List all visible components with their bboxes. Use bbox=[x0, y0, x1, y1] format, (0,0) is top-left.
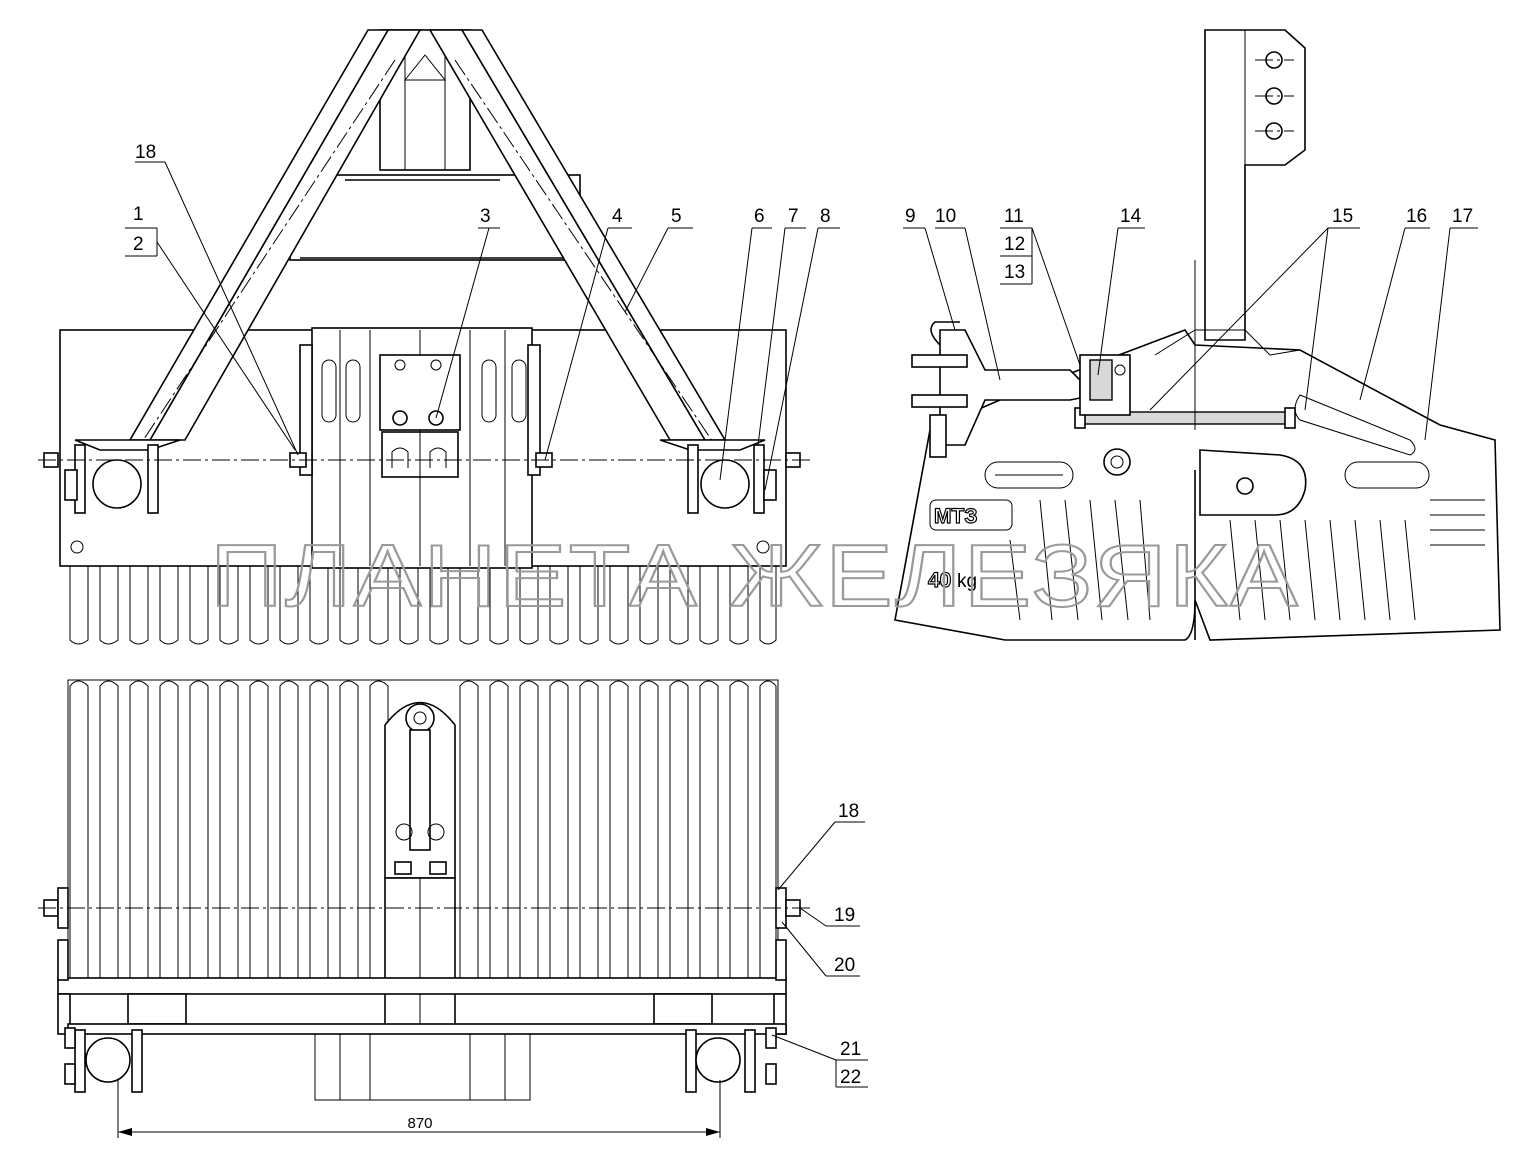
callout-9: 9 bbox=[905, 206, 916, 227]
center-clamp bbox=[384, 701, 456, 1034]
watermark: ПЛАНЕТА ЖЕЛЕЗЯКА bbox=[210, 526, 1300, 625]
callout-10: 10 bbox=[935, 206, 956, 227]
callout-1: 1 bbox=[133, 204, 144, 225]
callout-6: 6 bbox=[754, 206, 765, 227]
callout-16: 16 bbox=[1406, 206, 1427, 227]
callouts: 18 1 2 3 4 5 6 7 8 9 bbox=[125, 142, 1478, 1088]
locking-handle bbox=[911, 321, 1131, 458]
weight-stack-front bbox=[299, 327, 541, 569]
callout-21: 21 bbox=[840, 1039, 861, 1060]
callout-13: 13 bbox=[1004, 262, 1025, 283]
hitch-pin-right bbox=[687, 444, 801, 514]
callout-18-top: 18 bbox=[135, 142, 156, 163]
dimension-label: 870 bbox=[407, 1115, 432, 1132]
callout-12: 12 bbox=[1004, 234, 1025, 255]
svg-text:kg: kg bbox=[957, 571, 977, 592]
callout-2: 2 bbox=[133, 234, 144, 255]
callout-19: 19 bbox=[834, 905, 855, 926]
callout-15: 15 bbox=[1332, 206, 1353, 227]
callout-20: 20 bbox=[834, 955, 855, 976]
callout-5: 5 bbox=[671, 206, 682, 227]
callout-8: 8 bbox=[820, 206, 831, 227]
hitch-pin-left bbox=[43, 444, 159, 514]
callout-22: 22 bbox=[840, 1067, 861, 1088]
mass-mark: 40 kg bbox=[927, 568, 977, 592]
callout-17: 17 bbox=[1452, 206, 1473, 227]
callout-7: 7 bbox=[788, 206, 799, 227]
callout-11: 11 bbox=[1004, 206, 1024, 227]
callout-4: 4 bbox=[612, 206, 623, 227]
mounting-bracket bbox=[1204, 29, 1306, 341]
front-view bbox=[38, 29, 810, 645]
callout-3: 3 bbox=[480, 206, 491, 227]
dimension-870: 870 bbox=[117, 1080, 721, 1138]
brand-mark: МТЗ bbox=[934, 505, 977, 528]
weight-body: МТЗ 40 kg bbox=[894, 329, 1501, 641]
wheel-right bbox=[685, 1027, 777, 1093]
top-view: 870 bbox=[38, 679, 810, 1138]
lower-weights bbox=[314, 1033, 531, 1101]
callout-18-bottom: 18 bbox=[838, 801, 859, 822]
weight-stack-top bbox=[67, 679, 779, 991]
callout-14: 14 bbox=[1120, 206, 1142, 227]
wheel-left bbox=[64, 1027, 143, 1093]
svg-text:40: 40 bbox=[928, 569, 951, 592]
a-frame bbox=[74, 29, 766, 451]
weight-stack-lower bbox=[69, 566, 777, 645]
side-view: МТЗ 40 kg bbox=[894, 29, 1501, 641]
cross-bar bbox=[57, 977, 787, 995]
